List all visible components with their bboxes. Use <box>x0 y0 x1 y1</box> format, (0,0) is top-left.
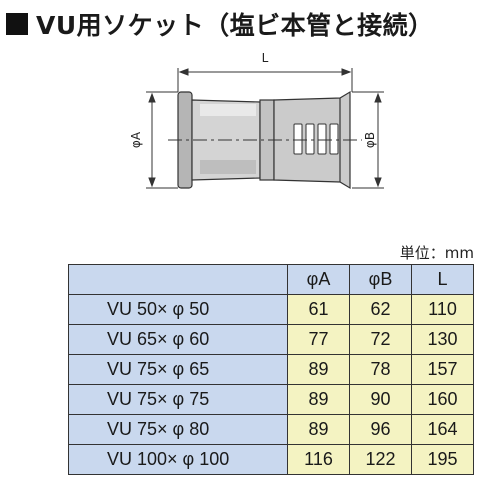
table-header-l: L <box>411 264 474 295</box>
row-l: 195 <box>411 444 474 475</box>
page-title: VU用ソケット（塩ビ本管と接続） <box>6 6 434 42</box>
row-b: 96 <box>349 414 412 445</box>
table-header-row: φA φB L <box>68 264 474 295</box>
row-a: 61 <box>287 294 350 325</box>
table-header-b: φB <box>349 264 412 295</box>
table-row: VU 75× φ 65 89 78 157 <box>68 354 474 385</box>
row-a: 116 <box>287 444 350 475</box>
row-b: 122 <box>349 444 412 475</box>
row-spec: VU 65× φ 60 <box>68 324 288 355</box>
diameter-a-dimension <box>146 91 178 189</box>
row-b: 72 <box>349 324 412 355</box>
socket-diagram: L φA φB <box>129 51 384 190</box>
row-b: 78 <box>349 354 412 385</box>
table-header-spec <box>68 264 288 295</box>
table-row: VU 50× φ 50 61 62 110 <box>68 294 474 325</box>
length-label: L <box>262 51 269 65</box>
unit-label: 単位：mm <box>399 244 474 262</box>
row-a: 89 <box>287 384 350 415</box>
table-row: VU 65× φ 60 77 72 130 <box>68 324 474 355</box>
row-l: 130 <box>411 324 474 355</box>
table-row: VU 100× φ 100 116 122 195 <box>68 444 474 475</box>
length-dimension <box>177 68 353 92</box>
title-text: VU用ソケット（塩ビ本管と接続） <box>36 11 434 40</box>
row-spec: VU 75× φ 80 <box>68 414 288 445</box>
table-row: VU 75× φ 80 89 96 164 <box>68 414 474 445</box>
row-spec: VU 50× φ 50 <box>68 294 288 325</box>
row-l: 110 <box>411 294 474 325</box>
row-b: 90 <box>349 384 412 415</box>
row-spec: VU 75× φ 75 <box>68 384 288 415</box>
diameter-b-dimension <box>352 91 384 189</box>
row-a: 89 <box>287 414 350 445</box>
row-a: 89 <box>287 354 350 385</box>
socket-shading <box>200 104 256 174</box>
diameter-a-label: φA <box>129 131 143 148</box>
row-spec: VU 75× φ 65 <box>68 354 288 385</box>
row-l: 160 <box>411 384 474 415</box>
row-b: 62 <box>349 294 412 325</box>
table-header-a: φA <box>287 264 350 295</box>
square-bullet-icon <box>6 13 28 35</box>
socket-slots <box>293 123 339 155</box>
row-l: 157 <box>411 354 474 385</box>
row-l: 164 <box>411 414 474 445</box>
row-spec: VU 100× φ 100 <box>68 444 288 475</box>
diameter-b-label: φB <box>363 132 377 148</box>
table-row: VU 75× φ 75 89 90 160 <box>68 384 474 415</box>
dimension-table: φA φB L VU 50× φ 50 61 62 110 VU 65× φ 6… <box>68 264 474 475</box>
row-a: 77 <box>287 324 350 355</box>
